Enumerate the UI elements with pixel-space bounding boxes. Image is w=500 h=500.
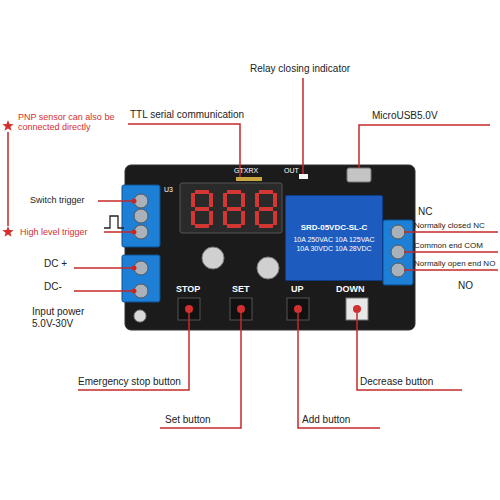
callout-label: DC- (44, 281, 62, 293)
pcb-board (125, 165, 415, 330)
star-mark (2, 120, 13, 131)
silkscreen-text: DOWN (336, 284, 365, 294)
micro-usb-port (347, 168, 371, 182)
leader-line (78, 313, 189, 390)
marker-dot (353, 305, 361, 313)
callout-label: Switch trigger (30, 195, 85, 205)
star-mark (2, 226, 13, 237)
marker-dot (237, 305, 245, 313)
marker-dot (294, 305, 302, 313)
leader-line (359, 125, 490, 168)
callout-label: Decrease button (360, 376, 433, 388)
leader-line (98, 200, 134, 202)
callout-label: Set button (165, 414, 211, 426)
leader-line (357, 313, 462, 390)
leader-line (404, 251, 498, 253)
leader-line (404, 269, 498, 271)
leader-line (160, 313, 241, 428)
pulse-symbol (104, 216, 124, 228)
callout-label: TTL serial communication (130, 109, 244, 121)
header-pins (236, 177, 262, 181)
callout-label: Relay closing indicator (250, 63, 350, 75)
relay-marking: SRD-05VDC-SL-C (301, 223, 368, 233)
terminal-screw (391, 245, 405, 259)
callout-label: Add button (302, 414, 350, 426)
silkscreen-text: SET (232, 284, 250, 294)
mounting-hole (134, 310, 146, 322)
callout-label: Input power 5.0V-30V (32, 306, 94, 329)
callout-label: Common end COM (414, 241, 483, 250)
silkscreen-text: GTXRX (234, 167, 258, 175)
leader-line (74, 290, 134, 292)
callout-label: PNP sensor can also be connected directl… (18, 112, 128, 133)
callout-label: Normally closed NC (414, 221, 485, 230)
leader-line (298, 313, 380, 428)
seven-segment-digit (191, 190, 213, 228)
marker-dot (132, 266, 137, 271)
silkscreen-text: OUT (284, 167, 299, 175)
callout-label: DC + (44, 258, 67, 270)
marker-dot (132, 289, 137, 294)
callout-label: Emergency stop button (78, 376, 181, 388)
relay-marking: 10A 250VAC 10A 125VAC 10A 30VDC 10A 28VD… (290, 236, 378, 253)
callout-label: NO (458, 280, 473, 292)
callout-label: Normally open end NO (414, 259, 495, 268)
seven-segment-digit (223, 190, 245, 228)
marker-dot (185, 305, 193, 313)
indicator-led (299, 174, 308, 179)
seven-segment-digit (255, 190, 277, 228)
terminal-screw (391, 263, 405, 277)
leader-line (128, 124, 240, 177)
marker-dot (132, 199, 137, 204)
callout-label: High level trigger (20, 227, 88, 237)
silkscreen-text: STOP (176, 284, 200, 294)
marker-dot (132, 230, 137, 235)
leader-line (404, 231, 498, 233)
led-display (180, 183, 282, 233)
capacitor (202, 247, 224, 269)
callout-label: MicroUSB5.0V (372, 110, 438, 122)
relay-component: SRD-05VDC-SL-C 10A 250VAC 10A 125VAC 10A … (285, 195, 383, 281)
terminal-screw (391, 225, 405, 239)
leader-line (104, 231, 134, 233)
callout-label: NC (418, 206, 432, 218)
leader-line (74, 267, 134, 269)
capacitor (257, 257, 279, 279)
bracket-line (7, 132, 9, 226)
silkscreen-text: U3 (164, 186, 173, 194)
silkscreen-text: UP (291, 284, 304, 294)
terminal-block (122, 185, 160, 247)
leader-line (302, 78, 304, 174)
terminal-screw (134, 209, 148, 223)
terminal-block (122, 255, 160, 302)
